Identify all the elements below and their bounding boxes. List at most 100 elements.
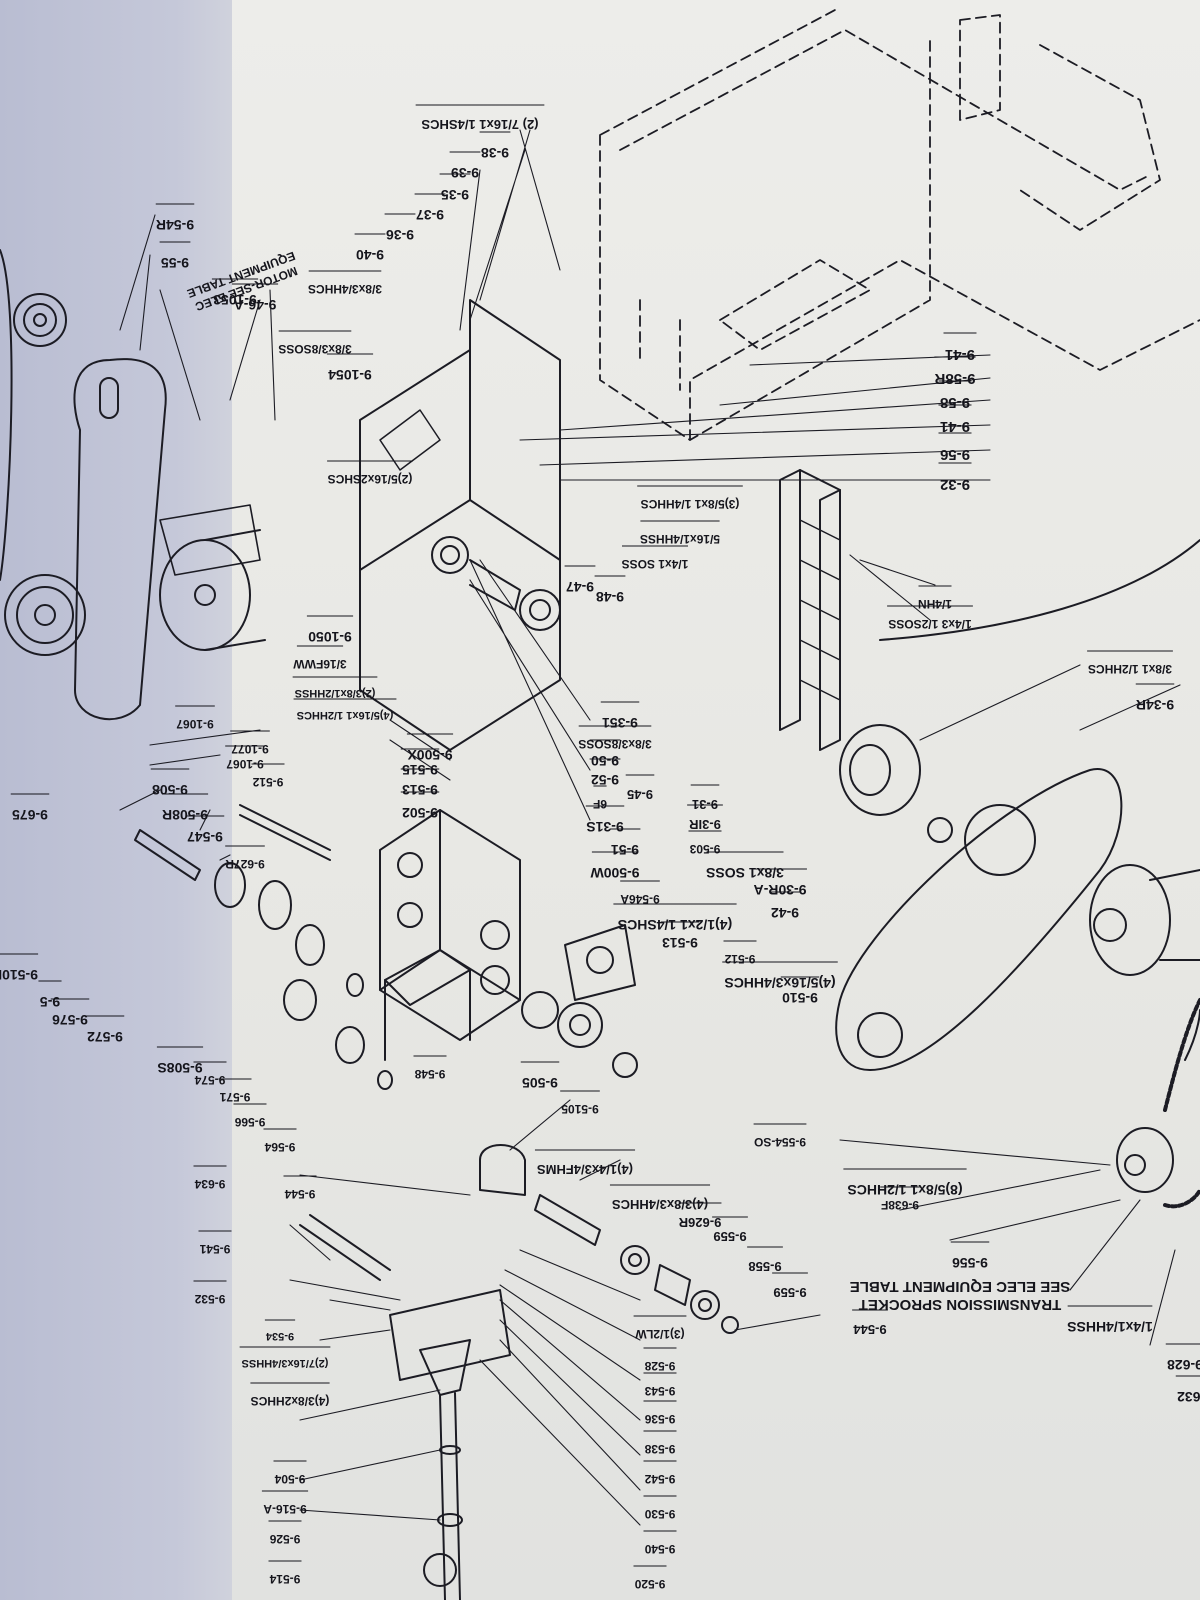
part-number-label: 9-516-A: [263, 1502, 307, 1516]
belt-guard-right: [835, 724, 1200, 1071]
part-number-label: 9-1077: [231, 742, 269, 756]
part-number-label: 9-1067: [226, 757, 264, 771]
lower-housing: [379, 809, 521, 1061]
part-number-label: 9-54R: [156, 217, 194, 233]
part-number-label: 9-536: [644, 1412, 675, 1426]
part-number-label: 3/8x3/8SOSS: [278, 342, 351, 356]
part-number-label: 9-31S: [586, 819, 623, 835]
part-number-label: 1/4HN: [918, 597, 952, 611]
part-number-label: (2)5/16x2SHCS: [328, 472, 413, 486]
part-number-label: 9-512: [252, 775, 283, 789]
transmission-note: TRANSMISSION SPROCKET: [859, 1296, 1062, 1313]
part-number-label: 9-36: [386, 227, 414, 243]
part-number-label: 3/8x1 1/2HHCS: [1088, 662, 1172, 676]
part-number-label: 1/4x1/4HHSS: [1067, 1319, 1153, 1335]
part-number-label: 3/8x3/4HHCS: [308, 282, 382, 296]
part-number-label: 9-558: [748, 1259, 781, 1274]
part-number-label: 9-571: [219, 1090, 250, 1104]
part-number-label: 9-541: [199, 1242, 230, 1256]
part-number-label: 9-544: [284, 1187, 315, 1201]
part-number-label: 9-508S: [157, 1060, 202, 1076]
frame-curve: [879, 539, 1200, 641]
part-number-label: 9-50: [591, 753, 619, 769]
part-number-label: 9-513: [402, 782, 438, 798]
part-number-label: 9-542: [644, 1472, 675, 1486]
part-number-label: (4)1/4x3/4FHMS: [537, 1162, 633, 1177]
part-number-label: 9-58R: [934, 370, 975, 387]
part-number-label: 9-30R-A: [754, 882, 807, 898]
part-number-label: 9-540: [644, 1542, 675, 1556]
part-number-label: 9-40: [356, 247, 384, 263]
part-number-label: 5/16x1/4HHSS: [640, 532, 720, 546]
part-number-label: 9-35: [441, 187, 469, 203]
part-number-label: 9-574: [194, 1073, 225, 1087]
part-number-label: 9-505: [522, 1075, 558, 1091]
part-number-label: 9-532: [194, 1292, 225, 1306]
part-number-label: 9-515: [402, 762, 438, 778]
spindle-shaft: [299, 1144, 739, 1600]
gear-train: [134, 804, 393, 1090]
part-number-label: 9-632: [1177, 1389, 1200, 1405]
part-number-label: 9-1050: [308, 629, 352, 645]
part-number-label: 9-5105: [561, 1102, 599, 1116]
part-number-label: (4)5/16x3/4HHCS: [724, 975, 835, 991]
sprocket-chain: [1116, 998, 1200, 1209]
part-number-label: 3/8x1 SOSS: [706, 865, 784, 881]
part-number-label: 9-48: [596, 589, 624, 605]
part-number-label: 9-564: [264, 1140, 295, 1154]
part-number-label: (2)3/8x1/2HHSS: [295, 687, 376, 699]
part-number-label: 9-576: [52, 1012, 88, 1028]
part-number-label: 9-675: [12, 807, 48, 823]
part-number-label: 9-534: [265, 1330, 294, 1342]
part-number-label: 9-500W: [590, 865, 640, 881]
motor-body: [159, 504, 266, 651]
part-number-label: 9-1053: [213, 292, 257, 308]
part-number-label: (4)1/2x1 1/4SHCS: [618, 917, 732, 933]
part-number-label: 9-566: [234, 1115, 265, 1129]
part-number-label: 9-502: [402, 805, 438, 821]
part-number-label: 9-547: [187, 829, 223, 845]
part-number-label: 9-634: [194, 1177, 225, 1191]
part-number-label: 3/16FWW: [293, 657, 347, 671]
part-number-label: (8)5/8x1 1/2HHCS: [847, 1182, 962, 1198]
part-number-label: 9-55: [161, 255, 189, 271]
part-number-label: 9-508R: [162, 807, 208, 823]
part-number-label: 9-45: [627, 787, 653, 802]
part-number-label: 9-530: [644, 1507, 675, 1521]
part-number-label: 9-638F: [881, 1198, 919, 1212]
part-number-label: (3)1/2LW: [635, 1327, 685, 1341]
part-number-label: 6F: [593, 797, 607, 811]
part-number-label: 9-32: [940, 476, 970, 493]
part-number-label: 9-559: [713, 1229, 746, 1244]
part-number-label: 9-1067: [176, 717, 214, 731]
part-number-label: (2)7/16x3/4HHSS: [242, 1357, 329, 1369]
part-number-label: 9-526: [269, 1532, 300, 1546]
part-number-label: 9-528: [644, 1359, 675, 1373]
page-shadow: [0, 0, 250, 1600]
slide-column: [779, 469, 841, 751]
part-number-label: 9-504: [274, 1472, 305, 1486]
part-number-label: (2) 7/16x1 1/4SHCS: [421, 117, 538, 132]
part-number-label: 9-42: [771, 905, 799, 921]
part-number-label: 9-546A: [620, 892, 660, 906]
part-number-label: 9-514: [269, 1572, 300, 1586]
part-number-label: 9-38: [481, 145, 509, 161]
part-number-label: 3/8x3/8SOSS: [578, 737, 651, 751]
part-number-label: 9-47: [566, 579, 594, 595]
bolt-array: [799, 519, 841, 701]
part-number-label: (4)3/8x3/4HHCS: [612, 1197, 708, 1212]
part-number-label: 9-5: [40, 994, 60, 1010]
part-number-label: 9-513: [662, 935, 698, 951]
part-number-label: 9-510R: [0, 967, 38, 983]
part-number-label: 9-628: [1167, 1357, 1200, 1373]
pulley-stack: [521, 924, 638, 1078]
part-number-label: 9-556: [952, 1255, 988, 1271]
dashed-frame: [599, 9, 1200, 441]
part-number-label: 9-626R: [678, 1215, 721, 1230]
leader-lines: [119, 129, 1181, 1526]
part-number-label: (3)5/8x1 1/4HHCS: [641, 497, 740, 511]
part-number-label: 9-572: [87, 1029, 123, 1045]
part-number-label: 9-627R: [225, 857, 265, 871]
transmission-note: SEE ELEC EQUIPMENT TABLE: [850, 1278, 1071, 1295]
